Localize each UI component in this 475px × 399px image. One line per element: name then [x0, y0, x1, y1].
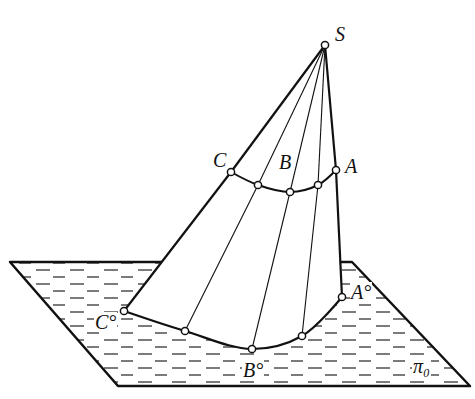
generator-line: [325, 45, 336, 170]
point-marker: [286, 188, 293, 195]
point-label: B: [278, 152, 292, 172]
generator-line: [302, 185, 318, 336]
point-label: C°: [94, 312, 117, 332]
cone-body: [124, 45, 342, 349]
point-marker: [248, 345, 255, 352]
generator-line: [336, 170, 342, 297]
point-label: B°: [242, 360, 264, 380]
generator-line: [258, 45, 325, 185]
generator-line: [252, 192, 290, 349]
point-label: A: [344, 156, 358, 176]
generator-line: [231, 45, 325, 172]
generator-line: [318, 45, 325, 185]
point-marker: [338, 293, 345, 300]
point-marker: [181, 327, 188, 334]
point-marker: [332, 166, 339, 173]
point-marker: [254, 181, 261, 188]
point-marker: [314, 181, 321, 188]
point-marker: [120, 307, 127, 314]
point-marker: [321, 41, 328, 48]
generator-line: [185, 185, 258, 331]
apex-label: S: [334, 24, 346, 44]
section-curve: [231, 170, 336, 192]
point-label: A°: [350, 282, 372, 302]
cone-surface: [120, 41, 345, 352]
point-marker: [298, 332, 305, 339]
generator-line: [124, 172, 231, 311]
base-curve: [124, 297, 342, 349]
point-marker: [227, 168, 234, 175]
plane-label: π₀: [412, 356, 431, 376]
point-label: C: [212, 150, 227, 170]
generator-line: [290, 45, 325, 192]
